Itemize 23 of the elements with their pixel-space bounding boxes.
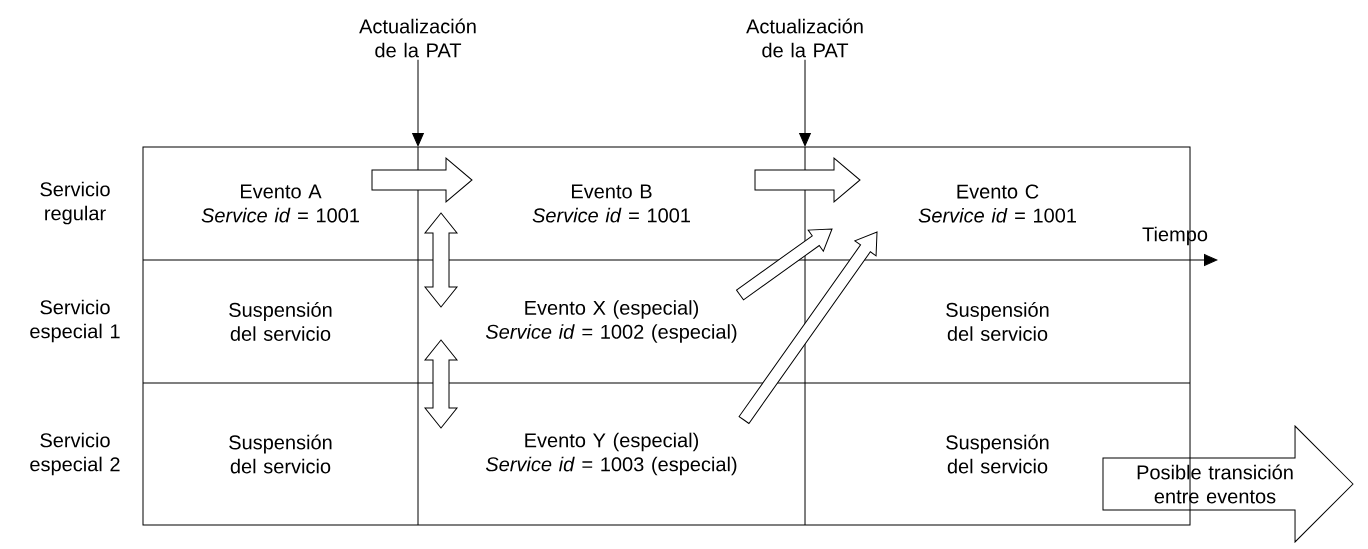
block-arrow — [754, 157, 861, 203]
block-arrow — [424, 212, 458, 308]
pat-label: Actualización de la PAT — [746, 18, 863, 58]
block-arrow — [738, 231, 878, 424]
table-cell: Evento B Service id = 1001 — [532, 184, 690, 223]
table-cell: Suspensión del servicio — [946, 302, 1049, 341]
axis-label: Tiempo — [1142, 226, 1208, 246]
table-cell: Evento X (especial) Service id = 1002 (especial) — [485, 300, 737, 343]
table-cell: Suspensión del servicio — [229, 302, 332, 341]
pat-label: Actualización de la PAT — [359, 18, 476, 58]
block-arrow — [424, 339, 458, 429]
table-cell: Evento Y (especial) Service id = 1003 (especial) — [485, 432, 737, 476]
arrow — [412, 59, 424, 147]
row-label: Servicio especial 1 — [30, 299, 120, 343]
block-arrow — [736, 228, 833, 301]
table-cell: Evento C Service id = 1001 — [918, 184, 1076, 223]
table-cell: Suspensión del servicio — [946, 434, 1049, 474]
table-cell: Evento A Service id = 1001 — [201, 184, 359, 223]
arrow — [799, 59, 811, 147]
row-label: Servicio regular — [40, 181, 110, 225]
block-arrow — [371, 157, 473, 203]
table-cell: Suspensión del servicio — [229, 434, 332, 474]
row-label: Servicio especial 2 — [30, 432, 120, 476]
